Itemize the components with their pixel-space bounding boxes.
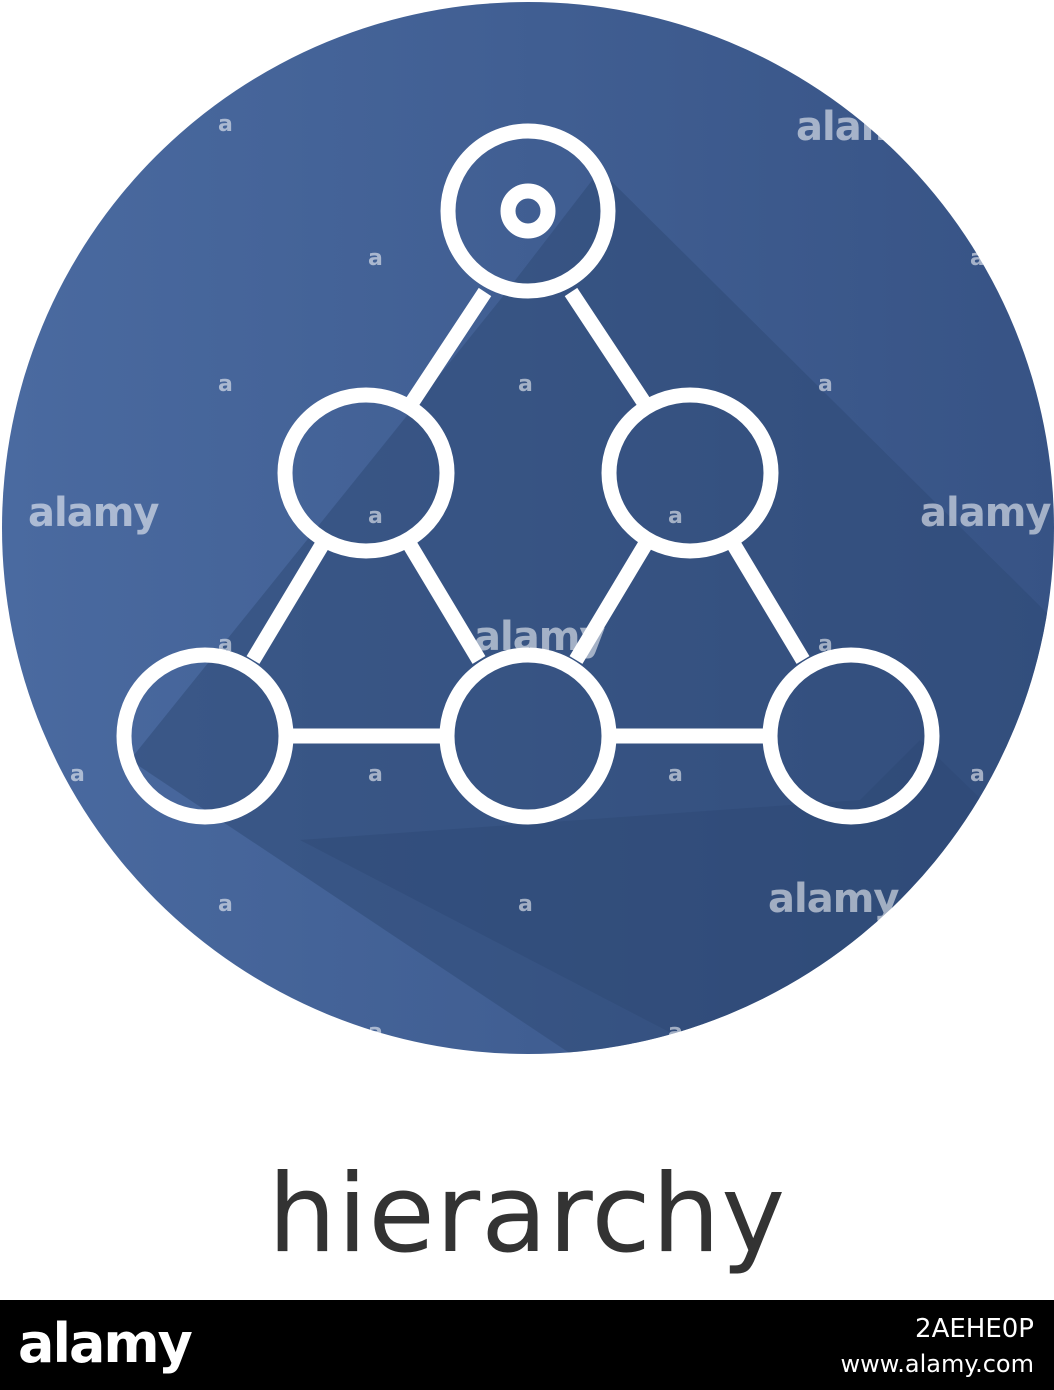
watermark-letter: a	[818, 632, 833, 657]
watermark-letter: a	[368, 762, 383, 787]
image-id: 2AEHE0P	[915, 1314, 1034, 1344]
watermark-letter: a	[218, 372, 233, 397]
watermark-text: alamy	[920, 490, 1051, 536]
alamy-logo: alamy	[18, 1312, 193, 1375]
watermark-letter: a	[818, 372, 833, 397]
edge-midright-bottomright	[727, 541, 810, 664]
watermark-letter: a	[970, 246, 985, 271]
edge-midright-bottommid	[569, 541, 652, 664]
watermark-letter: a	[668, 762, 683, 787]
node-top-inner	[500, 183, 556, 239]
node-mid-right	[601, 387, 779, 559]
watermark-letter: a	[218, 892, 233, 917]
node-mid-left	[277, 387, 455, 559]
watermark-letter: a	[368, 1020, 383, 1045]
watermark-letter: a	[218, 112, 233, 137]
icon-caption: hierarchy	[267, 1152, 787, 1277]
watermark-text: alamy	[474, 614, 605, 660]
site-url[interactable]: www.alamy.com	[840, 1350, 1034, 1378]
watermark-text: alamy	[768, 876, 899, 922]
watermark-letter: a	[668, 504, 683, 529]
watermark-letter: a	[668, 1020, 683, 1045]
footer-bar: alamy 2AEHE0P www.alamy.com	[0, 1300, 1054, 1390]
watermark-letter: a	[368, 504, 383, 529]
edge-top-right	[564, 287, 652, 409]
watermark-letter: a	[518, 372, 533, 397]
hierarchy-icon	[2, 2, 1054, 1054]
node-bottom-right	[762, 647, 940, 825]
watermark-letter: a	[70, 762, 85, 787]
edge-midleft-bottommid	[403, 541, 486, 664]
edge-midleft-bottomleft	[246, 541, 329, 664]
watermark-letter: a	[218, 632, 233, 657]
watermark-text: alamy	[796, 104, 927, 150]
node-bottom-left	[116, 647, 294, 825]
node-bottom-mid	[439, 647, 617, 825]
watermark-text: alamy	[28, 490, 159, 536]
hierarchy-diagram	[116, 123, 940, 825]
watermark-letter: a	[970, 762, 985, 787]
watermark-letter: a	[368, 246, 383, 271]
node-top	[440, 123, 616, 299]
watermark-letter: a	[518, 892, 533, 917]
edge-top-left	[404, 287, 492, 409]
